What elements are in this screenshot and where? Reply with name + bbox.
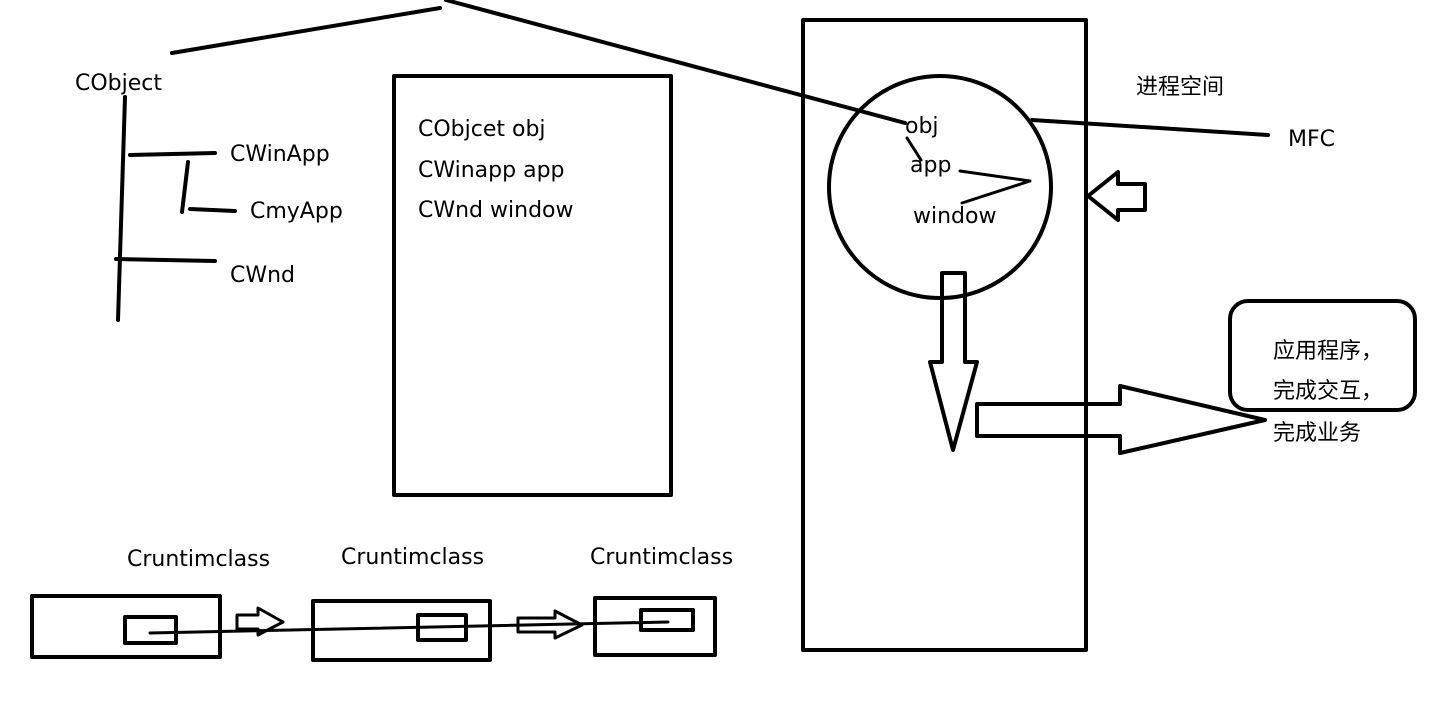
top-connector-lines [170,0,907,125]
process-space: obj app window 进程空间 MFC [801,18,1335,652]
runtime-class-label-3: Cruntimclass [590,545,733,570]
obj-app-link [905,136,923,162]
code-line-3: CWnd window [418,198,573,223]
code-line-1: CObjcet obj [418,117,546,142]
down-arrow-icon [928,271,979,452]
object-label-obj: obj [905,114,939,139]
tree-branch-cwinapp [128,151,217,157]
code-box: CObjcet obj CWinapp app CWnd window [392,74,673,497]
application-line-1: 应用程序， [1273,339,1383,364]
application-line-3: 完成业务 [1273,421,1361,446]
class-label-cobject: CObject [75,71,162,96]
application-box: 应用程序， 完成交互， 完成业务 [1228,299,1417,446]
app-window-link [958,169,1032,205]
runtime-class-label-2: Cruntimclass [341,545,484,570]
runtime-class-box-3 [593,596,717,657]
application-line-2: 完成交互， [1273,379,1383,404]
left-arrow-icon [1086,170,1147,222]
runtime-class-chain: Cruntimclass Cruntimclass Cruntimclass [30,545,733,662]
class-hierarchy: CObject CWinApp CmyApp CWnd [75,71,343,322]
chain-arrow-icon-1 [235,606,285,637]
tree-branch-cmyapp [188,207,237,213]
runtime-chain-link [148,620,670,635]
object-label-window: window [913,204,996,229]
mfc-label: MFC [1288,127,1335,152]
runtime-class-box-1 [30,594,222,659]
tree-trunk [116,95,127,322]
object-circle [827,74,1053,300]
runtime-class-box-2 [311,599,492,662]
class-label-cwinapp: CWinApp [230,142,330,167]
class-label-cwnd: CWnd [230,263,295,288]
right-arrow-icon [975,384,1267,455]
chain-arrow-icon-2 [516,609,584,640]
process-space-frame [801,18,1088,652]
tree-branch-cwnd [114,257,217,263]
class-label-cmyapp: CmyApp [250,199,343,224]
runtime-class-inner-1 [123,615,178,645]
application-box-frame [1228,299,1417,412]
code-box-frame [392,74,673,497]
object-label-app: app [910,153,951,178]
process-space-label: 进程空间 [1136,75,1224,100]
runtime-class-inner-3 [639,608,695,632]
code-line-2: CWinapp app [418,158,565,183]
mfc-connector [1030,118,1270,137]
tree-subtrunk [180,160,190,214]
runtime-class-label-1: Cruntimclass [127,547,270,572]
